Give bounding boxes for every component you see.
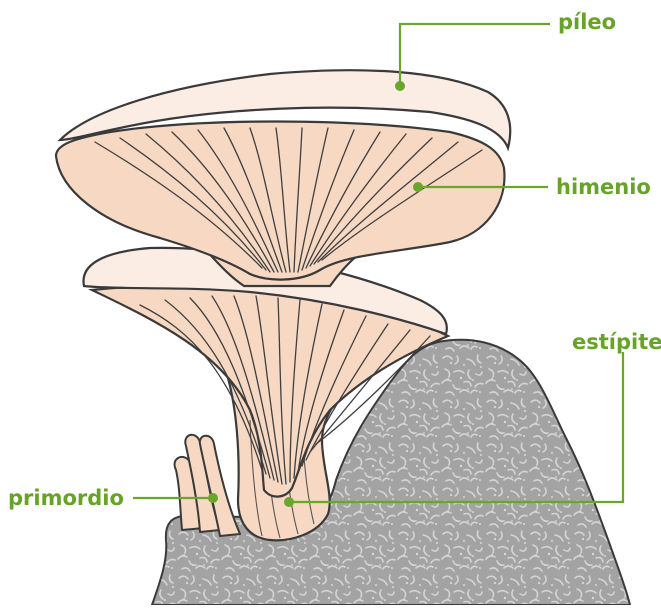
estipite-dot xyxy=(284,497,294,507)
himenio-dot xyxy=(413,182,423,192)
pileo-label: píleo xyxy=(558,10,616,34)
himenio-label: himenio xyxy=(556,175,651,199)
primordia xyxy=(175,435,240,536)
primordio-label: primordio xyxy=(8,486,124,510)
substrate-block xyxy=(152,340,630,605)
primordio-dot xyxy=(208,493,218,503)
estipite-label: estípite xyxy=(572,330,661,354)
pileo-dot xyxy=(395,81,405,91)
